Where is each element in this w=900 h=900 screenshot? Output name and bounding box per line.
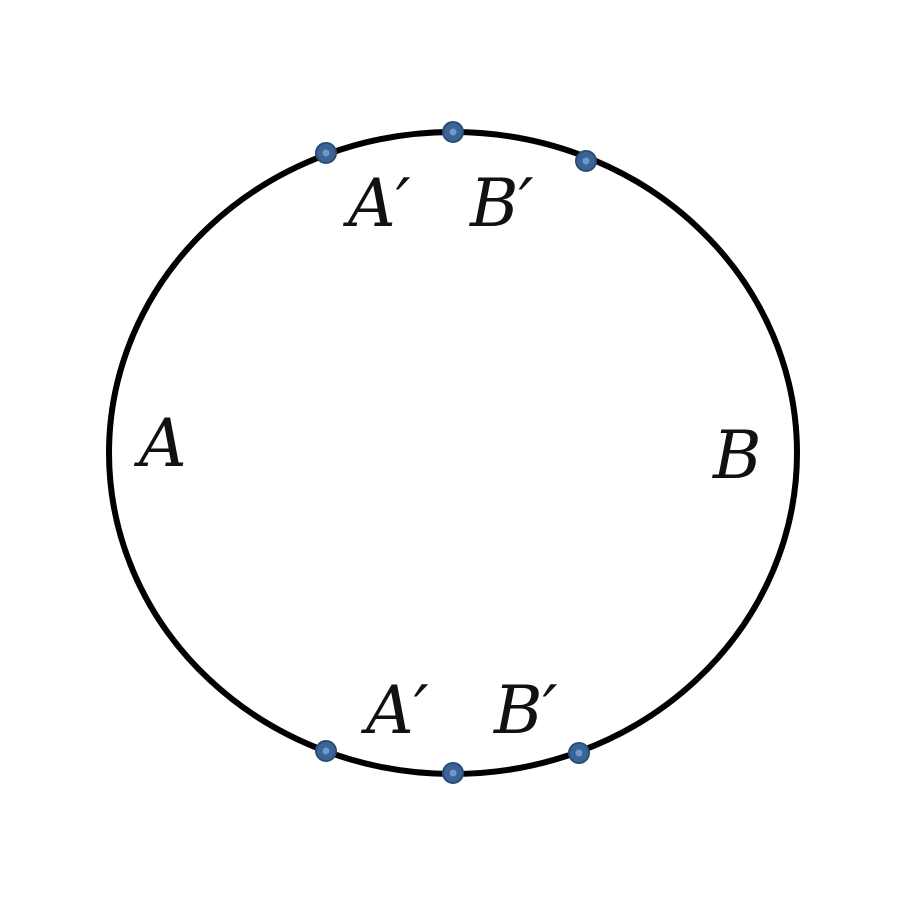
label-b: B	[712, 417, 762, 494]
label-a-prime-top: A′	[342, 165, 411, 242]
point-top-right	[575, 150, 597, 172]
label-b-prime-bottom: B′	[493, 672, 558, 749]
label-a-prime-bottom: A′	[360, 672, 429, 749]
label-a: A	[133, 405, 187, 482]
point-top-left	[315, 142, 337, 164]
boundary-circle	[106, 129, 800, 777]
label-b-prime-top: B′	[469, 165, 534, 242]
marked-points	[315, 121, 597, 784]
point-top-middle	[442, 121, 464, 143]
point-bottom-left	[315, 740, 337, 762]
point-bottom-right	[568, 742, 590, 764]
point-bottom-middle	[442, 762, 464, 784]
